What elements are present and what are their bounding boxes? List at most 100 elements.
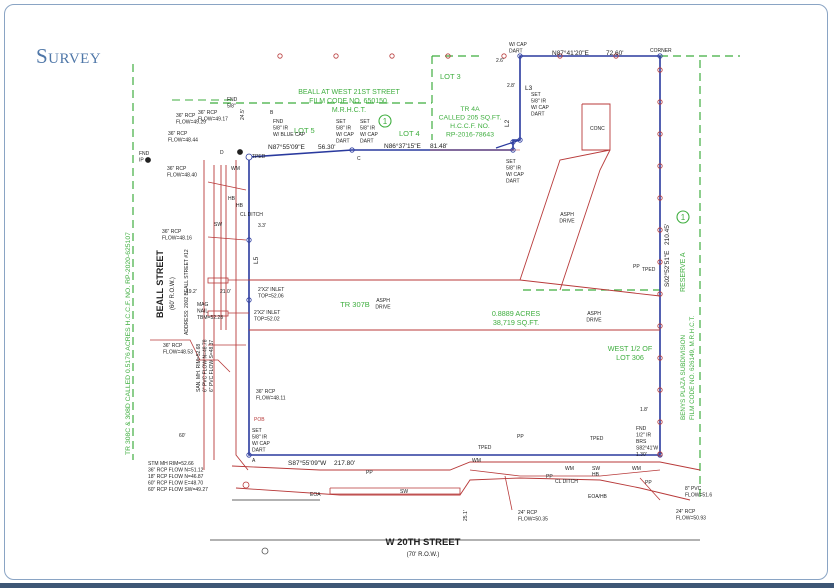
boundary-marker — [657, 259, 663, 265]
plat-note-group: 19.2' — [186, 289, 197, 295]
plat-note: ASPH — [560, 212, 574, 218]
plat-note: IP — [139, 158, 144, 164]
rcp-lead — [150, 339, 201, 361]
boundary-corner-marker — [510, 139, 516, 145]
plat-note: 36" RCP — [168, 131, 188, 137]
pipe-1 — [207, 181, 247, 191]
power-pole-label: PP — [546, 474, 553, 480]
lot-label-beall-west: FILM CODE NO. 650150, — [309, 98, 389, 105]
subdivision-label: BENYS PLAZA SUBDIVISION — [680, 335, 687, 420]
w20-south-edge — [235, 477, 691, 501]
water-meter-label: WM — [632, 466, 641, 472]
tract-label: TR 307B — [340, 300, 370, 309]
power-pole-label-group: PP — [645, 480, 652, 486]
distance-label-group: 81.48' — [430, 143, 448, 150]
lot-label-tr4a: TR 4A — [460, 106, 480, 113]
plat-note: 36" RCP — [256, 389, 276, 395]
plat-note: DART — [252, 448, 266, 454]
bearing-label-group: N86°37'15"E — [384, 142, 422, 150]
line-label: L5 — [253, 256, 260, 264]
plat-note: 5/8" IR — [506, 166, 522, 172]
callout-number-1-group: 1 — [383, 117, 388, 126]
plat-note: DART — [509, 49, 523, 55]
power-pole-label-group: PP — [366, 470, 373, 476]
boundary-marker — [613, 53, 619, 59]
boundary-marker — [657, 451, 663, 457]
subdivision-label: FILM CODE NO. 626149, M.R.H.C.T. — [689, 315, 696, 420]
plat-note: WM — [472, 458, 481, 464]
distance-label-group: 210.45' — [664, 224, 671, 245]
plat-note: 36" RCP — [198, 110, 218, 116]
water-meter-label: WM — [565, 466, 574, 472]
plat-note-group: TPED — [478, 445, 492, 451]
line-label-group: L2 — [504, 119, 511, 127]
boundary-marker — [277, 53, 283, 59]
fnd-marker — [237, 149, 243, 155]
plat-note: DART — [506, 179, 520, 185]
street-row-w20: (70' R.O.W.) — [407, 552, 440, 558]
plat-note-group: CL DITCH — [555, 479, 578, 485]
mh-marker — [261, 547, 269, 555]
power-pole-label-group: PP — [546, 474, 553, 480]
plat-note: CONC — [590, 126, 605, 132]
plat-note: DART — [336, 139, 350, 145]
plat-note-group: 1.8' — [640, 407, 648, 413]
plat-note: D — [220, 150, 224, 156]
plat-note-group: EOA — [310, 492, 321, 498]
dimension-note-group: 24.5' — [240, 109, 246, 120]
plat-note: SW — [400, 489, 408, 495]
lot-label-4: LOT 4 — [399, 129, 420, 138]
plat-note: B — [270, 110, 274, 116]
acreage-label: 38,719 SQ.FT. — [493, 318, 539, 327]
plat-note-group: CONC — [590, 126, 605, 132]
lot-label-5-group: LOT 5 — [294, 126, 315, 135]
plat-note: DRIVE — [586, 318, 602, 324]
boundary-l2 — [495, 139, 521, 149]
plat-note: FLOW=48.16 — [162, 236, 192, 242]
boundary-marker — [657, 163, 663, 169]
power-pole-label-group: PP — [517, 434, 524, 440]
distance-label: 217.80' — [334, 460, 355, 467]
plat-note: W/ BLUE CAP — [273, 132, 306, 138]
street-address: ADDRESS: 2002 BEALL STREET #12 — [184, 249, 190, 335]
callout-number-1: 1 — [383, 117, 388, 126]
plat-note: FLOW=48.53 — [163, 350, 193, 356]
rcp24-lead — [504, 475, 513, 511]
callout-number-2-group: 1 — [681, 213, 686, 222]
plat-note-group: A — [252, 458, 256, 464]
water-meter-label-group: WM — [231, 166, 240, 172]
plat-note: FLOW=49.29 — [176, 120, 206, 126]
plat-note-group: WM — [472, 458, 481, 464]
plat-note: FLOW=48.40 — [167, 173, 197, 179]
dimension-note: 24.5' — [240, 109, 246, 120]
street-name-w20: W 20TH STREET — [386, 537, 461, 548]
san-mh-note: 6" PVC FLOW N=48.78 — [203, 339, 209, 392]
plat-note: 24" RCP — [676, 509, 696, 515]
boundary-corner-marker — [246, 297, 252, 303]
rcp24b-lead — [639, 477, 661, 501]
plat-note: 2.6' — [496, 58, 504, 64]
distance-label-group: 217.80' — [334, 460, 355, 467]
plat-note: W/ CAP — [252, 441, 270, 447]
plat-note: 36" RCP FLOW N=51.12 — [148, 468, 204, 474]
tped-label: TPED — [252, 154, 266, 160]
street-address-group: ADDRESS: 2002 BEALL STREET #12 — [184, 249, 190, 335]
tped-label-group: TPED — [642, 267, 656, 273]
plat-note: HB — [592, 472, 600, 478]
plat-note: SET — [336, 119, 346, 125]
plat-note: DART — [531, 112, 545, 118]
plat-note-group: 3.3' — [258, 223, 266, 229]
plat-note: 19.2' — [186, 289, 197, 295]
boundary-corner-marker — [657, 53, 663, 59]
